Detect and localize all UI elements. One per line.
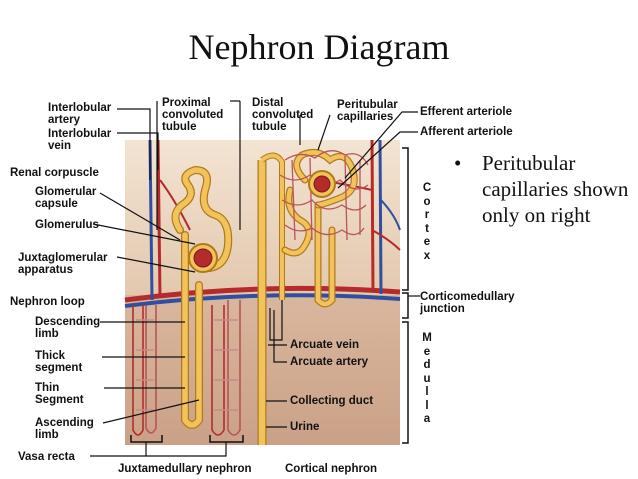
label-renal-corpuscle: Renal corpuscle (10, 167, 99, 179)
cortex-bracket (402, 147, 409, 291)
label-medulla: M e d u l l a (422, 332, 432, 425)
label-cortical-nephron: Cortical nephron (285, 463, 378, 475)
label-urine: Urine (290, 421, 320, 433)
label-collecting-duct: Collecting duct (290, 395, 374, 407)
label-juxtamedullary-nephron: Juxtamedullary nephron (118, 463, 252, 475)
label-afferent-arteriole: Afferent arteriole (420, 126, 513, 138)
juxtamedullary-glomerulus (193, 248, 213, 268)
vasa-recta-vessels (132, 300, 241, 436)
label-cortex: C o r t e x (422, 182, 432, 262)
cortical-nephron-tubule (281, 148, 358, 308)
leader-lines (92, 100, 418, 428)
bullet-text: Peritubular capillaries shown only on ri… (482, 151, 629, 227)
juxtamedullary-nephron-tubule (171, 165, 233, 429)
corticomedullary-bracket (402, 292, 409, 319)
label-nephron-loop: Nephron loop (10, 296, 85, 308)
label-glomerulus: Glomerulus (35, 219, 99, 231)
medulla-bracket (402, 321, 409, 444)
label-arcuate-vein: Arcuate vein (290, 339, 360, 351)
cortical-glomerulus (313, 175, 331, 193)
label-vasa-recta: Vasa recta (18, 451, 75, 463)
right-interlobular-artery-vessel (370, 139, 375, 293)
collecting-duct-tubule (257, 152, 285, 445)
bullet-marker: • (454, 151, 462, 175)
label-arcuate-artery: Arcuate artery (290, 356, 368, 368)
page-title: Nephron Diagram (188, 27, 450, 67)
right-interlobular-vein-vessel (378, 139, 383, 295)
label-efferent-arteriole: Efferent arteriole (420, 106, 513, 118)
peritubular-capillaries-mesh (279, 150, 369, 241)
